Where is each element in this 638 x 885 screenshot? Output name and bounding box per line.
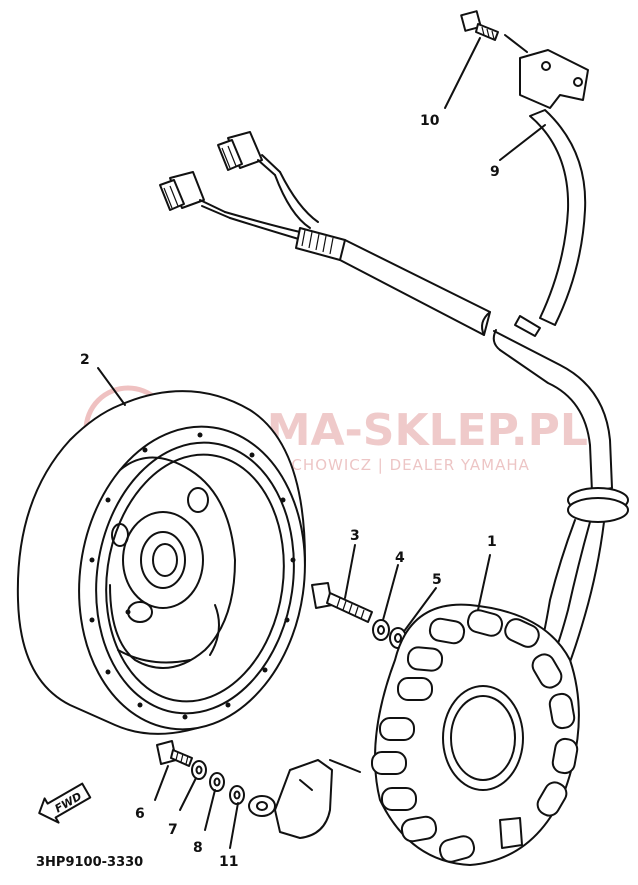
callout-4: 4	[395, 550, 405, 566]
lock-washer-4-drawing	[372, 619, 390, 641]
connector-upper-drawing	[217, 131, 281, 176]
callout-7: 7	[168, 822, 178, 838]
fwd-arrow-icon: FWD	[38, 782, 92, 824]
leader-lines	[97, 34, 546, 849]
bolt-3-drawing	[311, 582, 373, 623]
callout-1: 1	[487, 534, 497, 550]
clamp-9-drawing	[514, 49, 589, 337]
diagram-code: 3HP9100-3330	[36, 855, 143, 870]
callout-11: 11	[219, 854, 238, 870]
washer-11-drawing	[229, 785, 245, 805]
callout-6: 6	[135, 806, 145, 822]
callout-2: 2	[80, 352, 90, 368]
connector-lower-drawing	[159, 171, 231, 219]
callout-5: 5	[432, 572, 442, 588]
screw-6-drawing	[156, 740, 193, 767]
callout-labels: 1 2 3 4 5 6 7 8 9 10 11	[80, 113, 500, 870]
stator-1-drawing	[329, 603, 580, 866]
flywheel-rotor-2-drawing	[16, 390, 306, 735]
wire-harness-drawing	[224, 171, 629, 676]
washer-8-drawing	[209, 772, 225, 792]
callout-10: 10	[420, 113, 440, 129]
watermark-subtitle: WOJCIECHOWICZ | DEALER YAMAHA	[230, 456, 530, 474]
pickup-coil-drawing	[248, 759, 333, 839]
bolt-10-drawing	[460, 10, 499, 41]
lock-washer-7-drawing	[191, 760, 207, 780]
callout-3: 3	[350, 528, 360, 544]
callout-8: 8	[193, 840, 203, 856]
callout-9: 9	[490, 164, 500, 180]
